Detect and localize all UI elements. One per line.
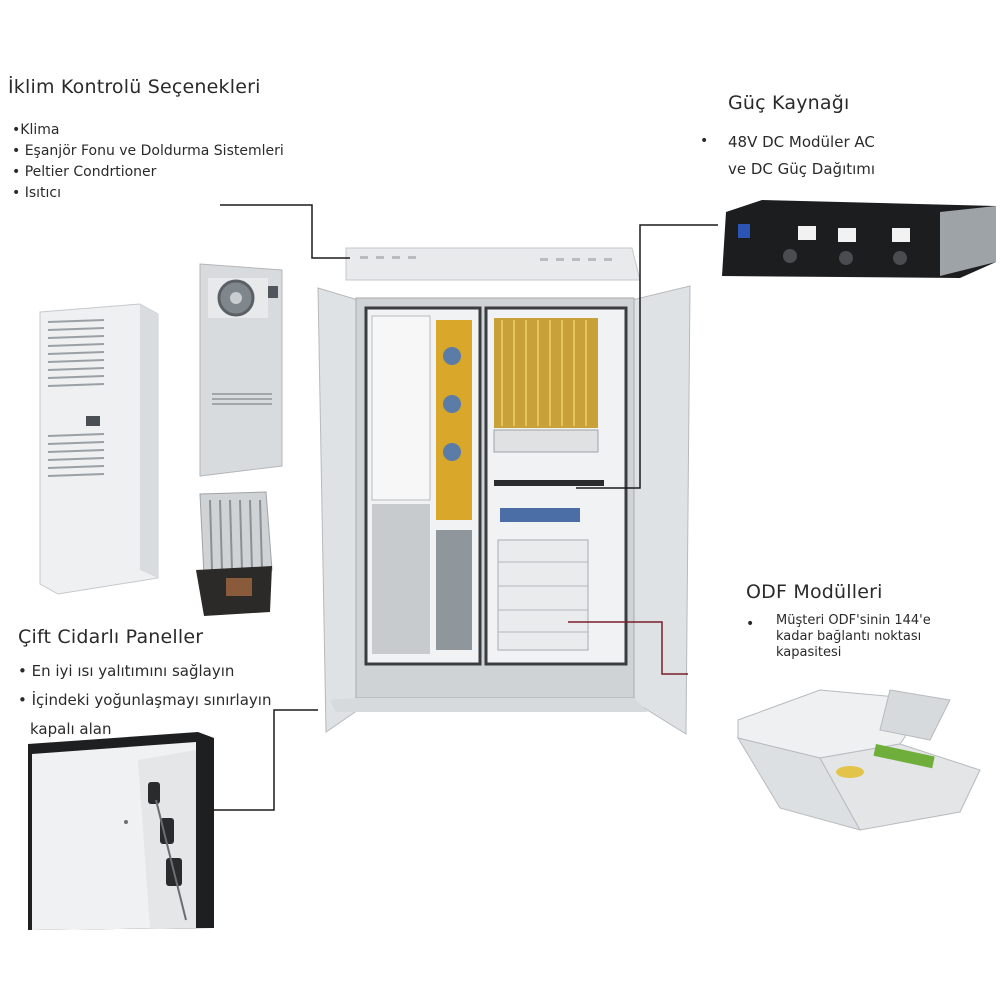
connector-climate <box>220 204 350 259</box>
connector-power <box>576 224 718 489</box>
connector-lines <box>212 204 718 811</box>
climate-item-heater: • Isıtıcı <box>12 185 61 201</box>
connector-panels <box>212 709 318 811</box>
power-line-1: 48V DC Modüler AC <box>728 133 875 151</box>
power-title: Güç Kaynağı <box>728 92 850 114</box>
climate-item-exchanger: • Eşanjör Fonu ve Doldurma Sistemleri <box>12 143 284 159</box>
odf-title: ODF Modülleri <box>746 581 883 603</box>
heat-exchanger-image <box>199 263 283 477</box>
double-wall-panel-image <box>28 732 214 930</box>
connector-odf <box>568 621 688 675</box>
panels-item-insulation: • En iyi ısı yalıtımını sağlayın <box>18 662 235 680</box>
air-conditioner-image <box>39 303 159 595</box>
heater-image <box>196 491 273 616</box>
odf-bullet: • <box>746 616 755 632</box>
power-bullet: • <box>700 133 709 149</box>
odf-line-2: kadar bağlantı noktası <box>776 629 922 644</box>
odf-module-image <box>736 689 981 831</box>
cabinet-image <box>317 247 691 735</box>
panels-title: Çift Cidarlı Paneller <box>18 626 204 648</box>
power-line-2: ve DC Güç Dağıtımı <box>728 160 876 178</box>
odf-line-3: kapasitesi <box>776 645 842 660</box>
power-supply-image <box>722 200 996 278</box>
panels-item-closed-area: kapalı alan <box>30 720 112 738</box>
climate-item-ac: •Klima <box>12 122 60 138</box>
climate-item-peltier: • Peltier Condrtioner <box>12 164 157 180</box>
climate-title: İklim Kontrolü Seçenekleri <box>8 76 261 98</box>
odf-line-1: Müşteri ODF'sinin 144'e <box>776 613 931 628</box>
panels-item-condensation: • İçindeki yoğunlaşmayı sınırlayın <box>18 691 272 709</box>
